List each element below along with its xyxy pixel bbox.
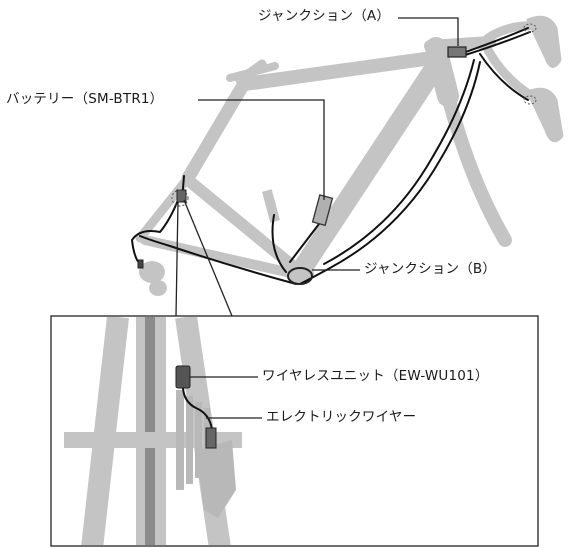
shift-lever-bottom: [526, 87, 564, 143]
wireless-unit-icon: [176, 189, 187, 203]
stem: [424, 36, 496, 52]
label-junction-a: ジャンクション（A）: [258, 8, 391, 24]
zoom-line-right: [183, 199, 233, 317]
detail-inset: [50, 315, 539, 547]
leader-battery: [198, 99, 325, 200]
label-junction-b: ジャンクション（B）: [364, 261, 497, 277]
label-electric-wire: エレクトリックワイヤー: [266, 409, 417, 425]
rear-derailleur-connector: [137, 259, 144, 269]
head-tube: [425, 37, 459, 107]
zoom-line-left: [175, 201, 179, 317]
seat-stay: [135, 173, 193, 243]
down-tube: [290, 62, 442, 282]
rear-derailleur: [139, 261, 167, 296]
junction-b-icon: [287, 267, 313, 285]
inset-electric-wire: [182, 387, 213, 431]
connector-markers: [171, 23, 537, 207]
junction-a-icon: [447, 46, 467, 58]
wiring-components: [137, 46, 467, 285]
front-derailleur: [262, 189, 280, 223]
electric-wiring: [131, 27, 531, 285]
inset-border: [50, 315, 539, 547]
label-wireless-unit: ワイヤレスユニット（EW-WU101）: [262, 368, 489, 384]
leader-junction-a: [398, 17, 459, 46]
battery-icon: [311, 194, 334, 227]
seat-tube-lower: [182, 174, 306, 278]
top-tube: [238, 51, 439, 91]
saddle: [226, 62, 279, 82]
seat-tube: [181, 75, 252, 185]
inset-wheel-rim: [145, 317, 155, 545]
label-battery: バッテリー（SM-BTR1）: [6, 91, 164, 107]
fork: [441, 89, 512, 247]
leader-lines: [175, 17, 459, 317]
inset-wire-connector-icon: [205, 427, 217, 449]
inset-rear-derailleur: [196, 440, 236, 518]
shift-lever-top: [526, 15, 562, 68]
inset-wireless-unit-icon: [175, 365, 191, 389]
bike-frame: [135, 15, 564, 296]
